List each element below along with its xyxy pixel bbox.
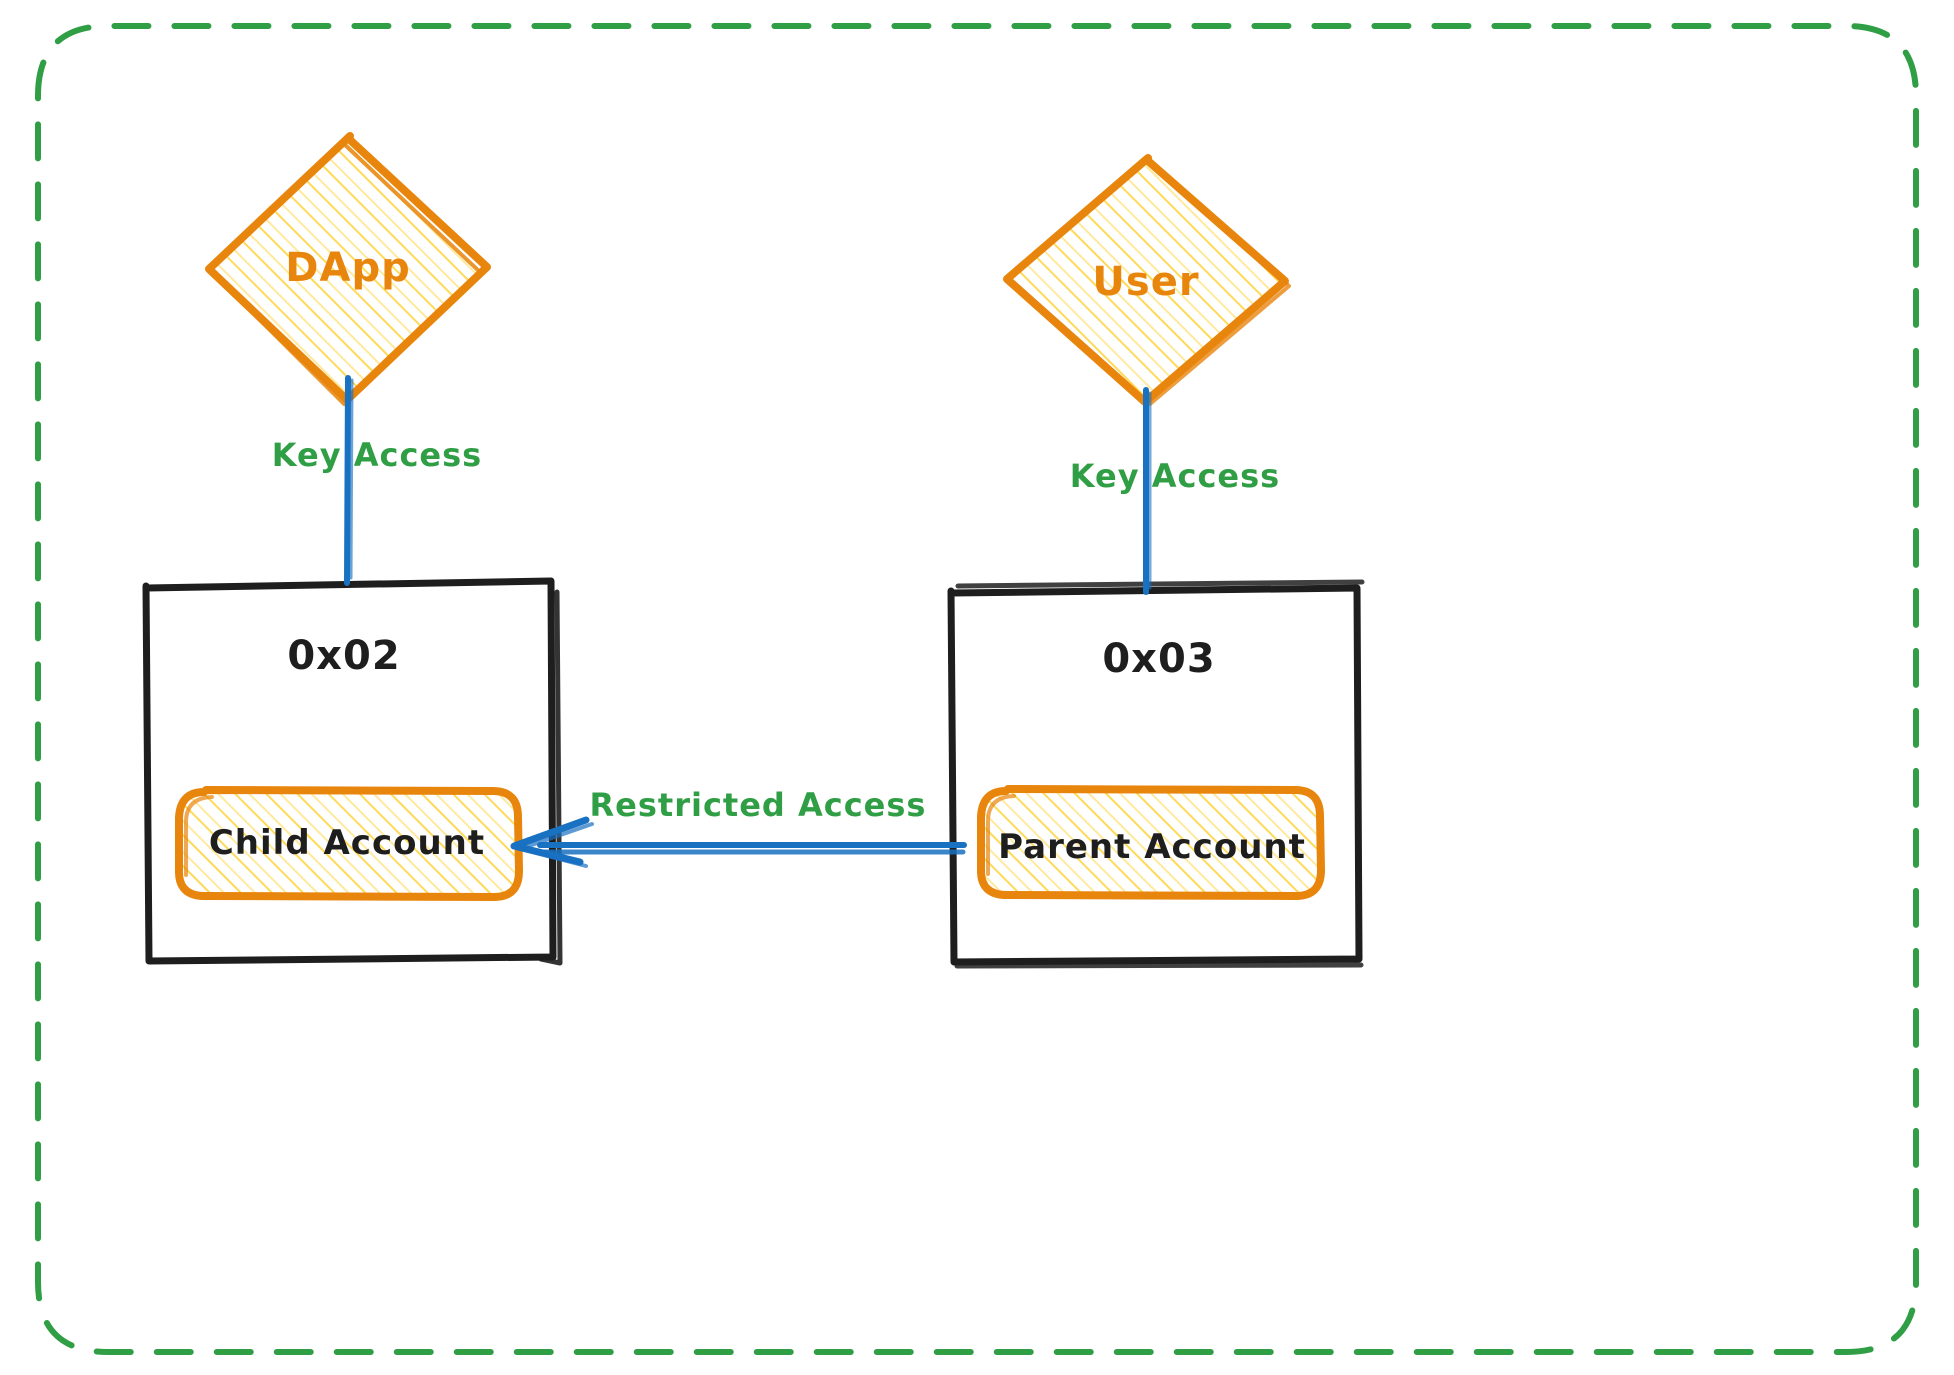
node-parent-account-label: Parent Account bbox=[998, 827, 1306, 867]
edge-dapp-to-child[interactable] bbox=[344, 375, 354, 586]
edge-dapp-to-child-label: Key Access bbox=[271, 436, 483, 474]
outer-dashed-boundary bbox=[35, 23, 1919, 1355]
edge-user-to-parent[interactable] bbox=[1143, 387, 1152, 595]
node-dapp-label: DApp bbox=[285, 245, 411, 291]
node-child-account-label: Child Account bbox=[208, 823, 486, 863]
node-user-label: User bbox=[1092, 259, 1200, 305]
node-account-0x03-label: 0x03 bbox=[1102, 636, 1216, 682]
node-parent-account[interactable] bbox=[972, 781, 1332, 907]
edge-user-to-parent-label: Key Access bbox=[1069, 457, 1281, 495]
node-account-0x02-label: 0x02 bbox=[287, 633, 401, 679]
node-child-account[interactable] bbox=[170, 782, 530, 908]
edge-parent-to-child-label: Restricted Access bbox=[589, 786, 927, 824]
edge-parent-to-child[interactable] bbox=[510, 816, 967, 868]
